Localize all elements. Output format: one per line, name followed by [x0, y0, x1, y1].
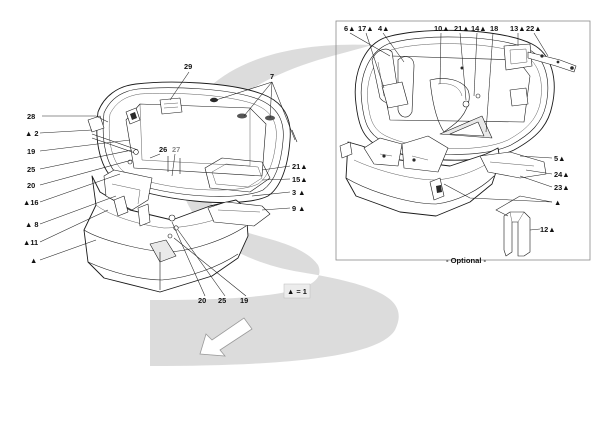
label-29: 29: [184, 62, 192, 71]
label-4: 4▲: [378, 24, 389, 33]
label-25-bottom: 25: [218, 296, 226, 305]
label-triangle-left: ▲: [30, 256, 37, 265]
label-22: 22▲: [526, 24, 542, 33]
label-19-bottom: 19: [240, 296, 248, 305]
label-25-left: 25: [27, 165, 35, 174]
label-13: 13▲: [510, 24, 526, 33]
label-18: 18: [490, 24, 498, 33]
right-assembly: [339, 29, 577, 257]
label-5: 5▲: [554, 154, 565, 163]
left-leaders: [39, 71, 296, 297]
legend-text: ▲ = 1: [287, 287, 307, 296]
label-27: 27: [172, 145, 180, 154]
watermark-arrow: [199, 317, 253, 357]
label-15: 15▲: [292, 175, 308, 184]
right-labels: 6▲ 17▲ 4▲ 10▲ 21▲ 14▲ 18 13▲ 22▲ 5▲ 24▲ …: [344, 24, 570, 265]
label-9: 9 ▲: [292, 204, 305, 213]
optional-label: - Optional -: [446, 256, 487, 265]
label-8: ▲ 8: [25, 220, 38, 229]
label-2: ▲ 2: [25, 129, 38, 138]
left-assembly: [83, 81, 298, 293]
label-10: 10▲: [434, 24, 450, 33]
label-12: 12▲: [540, 225, 556, 234]
label-6: 6▲: [344, 24, 355, 33]
label-20-bottom: 20: [198, 296, 206, 305]
label-24: 24▲: [554, 170, 570, 179]
optional-frame: [335, 20, 591, 261]
label-19-left: 19: [27, 147, 35, 156]
label-14: 14▲: [471, 24, 487, 33]
label-28: 28: [27, 112, 35, 121]
label-16: ▲16: [23, 198, 39, 207]
label-triangle-right: ▲: [554, 198, 561, 207]
left-labels: 28 ▲ 2 19 25 20 ▲16 ▲ 8 ▲11 ▲ 29 7 26 27…: [23, 62, 308, 305]
label-21-left: 21▲: [292, 162, 308, 171]
label-20-left: 20: [27, 181, 35, 190]
right-leaders: [349, 32, 553, 231]
label-21-right: 21▲: [454, 24, 470, 33]
label-23: 23▲: [554, 183, 570, 192]
label-7: 7: [270, 72, 274, 81]
legend: ▲ = 1: [283, 283, 311, 299]
label-17: 17▲: [358, 24, 374, 33]
label-26: 26: [159, 145, 167, 154]
label-11: ▲11: [23, 238, 38, 247]
label-3: 3 ▲: [292, 188, 305, 197]
